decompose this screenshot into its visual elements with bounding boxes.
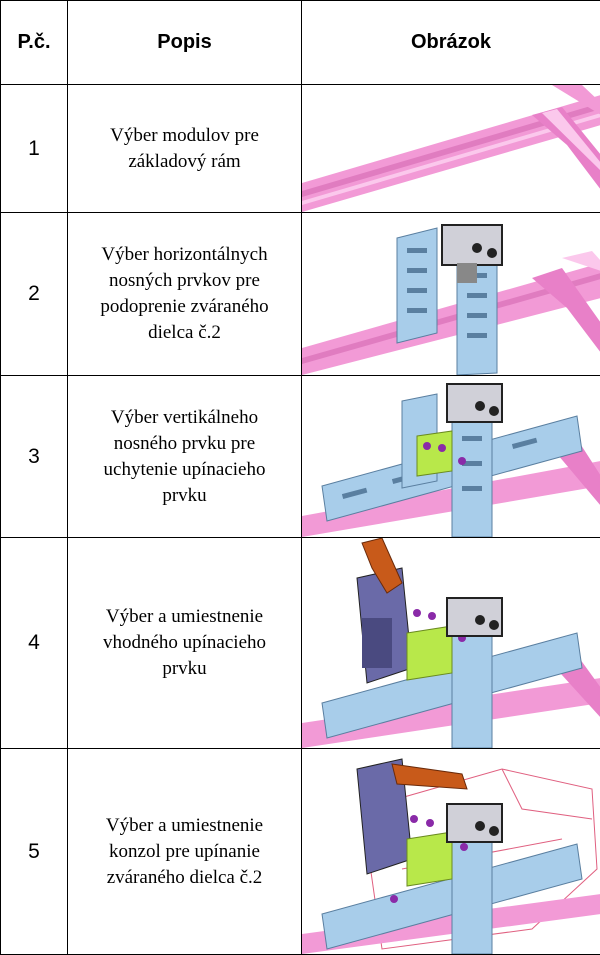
desc-line: nosných prvkov pre bbox=[68, 268, 301, 294]
brackets-placement-image bbox=[302, 749, 600, 954]
row-description: Výber vertikálneho nosného prvku pre uch… bbox=[68, 376, 302, 538]
clamp-head bbox=[447, 384, 502, 422]
row-number: 3 bbox=[1, 376, 68, 538]
vertical-module-left bbox=[397, 228, 437, 343]
desc-line: prvku bbox=[68, 483, 301, 509]
vertical-module-right bbox=[452, 406, 492, 537]
frame-profile bbox=[302, 85, 600, 212]
desc-line: podoprenie zváraného bbox=[68, 294, 301, 320]
desc-line: Výber modulov pre bbox=[68, 123, 301, 149]
header-num: P.č. bbox=[1, 1, 68, 85]
row-number: 5 bbox=[1, 749, 68, 955]
clamp-placement-image bbox=[302, 538, 600, 748]
header-desc: Popis bbox=[68, 1, 302, 85]
vertical-module-right bbox=[452, 618, 492, 748]
row-image-cell bbox=[302, 376, 600, 538]
table-row: 2 Výber horizontálnych nosných prvkov pr… bbox=[1, 213, 600, 376]
clamp-head bbox=[447, 804, 502, 842]
desc-line: Výber horizontálnych bbox=[68, 242, 301, 268]
table-row: 5 Výber a umiestnenie konzol pre upínani… bbox=[1, 749, 600, 955]
row-description: Výber horizontálnych nosných prvkov pre … bbox=[68, 213, 302, 376]
row-description: Výber a umiestnenie konzol pre upínanie … bbox=[68, 749, 302, 955]
table-row: 4 Výber a umiestnenie vhodného upínacieh… bbox=[1, 538, 600, 749]
table-row: 3 Výber vertikálneho nosného prvku pre u… bbox=[1, 376, 600, 538]
row-description: Výber a umiestnenie vhodného upínacieho … bbox=[68, 538, 302, 749]
row-number: 4 bbox=[1, 538, 68, 749]
desc-line: dielca č.2 bbox=[68, 320, 301, 346]
desc-line: Výber a umiestnenie bbox=[68, 604, 301, 630]
desc-line: zváraného dielca č.2 bbox=[68, 865, 301, 891]
row-description: Výber modulov pre základový rám bbox=[68, 85, 302, 213]
row-image-cell bbox=[302, 538, 600, 749]
header-img: Obrázok bbox=[302, 1, 600, 85]
row-number: 2 bbox=[1, 213, 68, 376]
base-frame-image bbox=[302, 85, 600, 212]
desc-line: uchytenie upínacieho bbox=[68, 457, 301, 483]
row-image-cell bbox=[302, 85, 600, 213]
vertical-support-image bbox=[302, 376, 600, 537]
desc-line: prvku bbox=[68, 656, 301, 682]
desc-line: konzol pre upínanie bbox=[68, 839, 301, 865]
header-row: P.č. Popis Obrázok bbox=[1, 1, 600, 85]
frame-profile bbox=[302, 251, 600, 375]
desc-line: nosného prvku pre bbox=[68, 431, 301, 457]
horizontal-supports-image bbox=[302, 213, 600, 375]
row-number: 1 bbox=[1, 85, 68, 213]
desc-line: Výber a umiestnenie bbox=[68, 813, 301, 839]
desc-line: vhodného upínacieho bbox=[68, 630, 301, 656]
desc-line: Výber vertikálneho bbox=[68, 405, 301, 431]
vertical-module-right bbox=[452, 829, 492, 954]
table-row: 1 Výber modulov pre základový rám bbox=[1, 85, 600, 213]
desc-line: základový rám bbox=[68, 149, 301, 175]
row-image-cell bbox=[302, 213, 600, 376]
row-image-cell bbox=[302, 749, 600, 955]
clamp-head bbox=[447, 598, 502, 636]
